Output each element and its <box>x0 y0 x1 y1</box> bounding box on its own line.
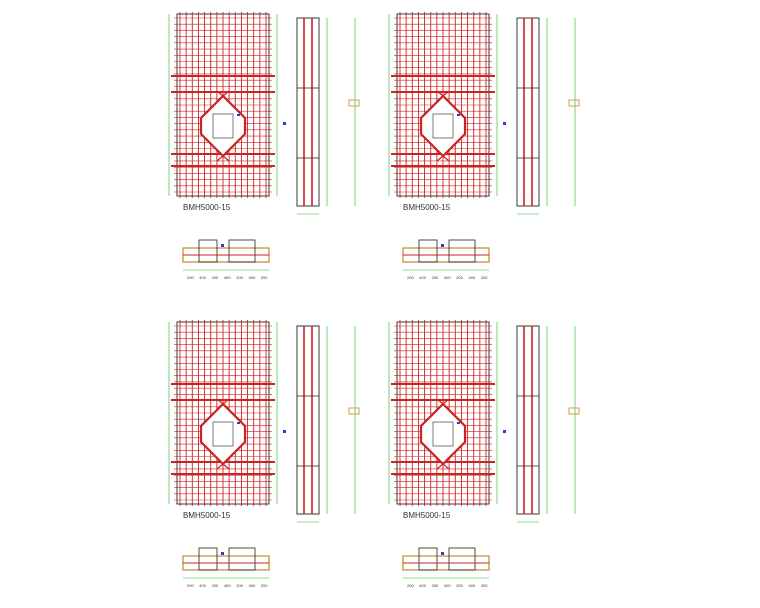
dimension-label: 200 <box>432 583 439 588</box>
panel-title: BMH5000-15 <box>403 511 451 520</box>
diagonal-bar <box>436 398 450 410</box>
diagonal-bar <box>216 90 230 102</box>
detail-tag <box>348 99 360 107</box>
dimension-label: 400 <box>199 583 206 588</box>
dimension-label: 200 <box>407 275 414 280</box>
plan-section-view: 200 400 200 400 200 400 200 <box>182 239 270 280</box>
dimension-label: 200 <box>187 583 194 588</box>
plan-column <box>448 239 476 263</box>
detail-tag <box>568 407 580 415</box>
section-outline <box>296 325 320 515</box>
plan-section-view: 200 400 200 400 200 400 200 <box>402 239 490 280</box>
dimension-label: 200 <box>481 275 488 280</box>
panel-title: BMH5000-15 <box>183 203 231 212</box>
dimension-label: 200 <box>432 275 439 280</box>
diagonal-bar <box>216 458 230 470</box>
dimension-label: 200 <box>456 275 463 280</box>
opening-frame <box>212 113 234 139</box>
drawing-panel-4: BMH5000-15 200 400 200 400 200 400 200 <box>388 320 580 588</box>
plan-column <box>418 239 438 263</box>
section-outline <box>296 17 320 207</box>
section-outline <box>516 17 540 207</box>
note-marker <box>457 422 460 424</box>
side-section-view <box>296 17 360 215</box>
note-marker <box>237 114 240 116</box>
dimension-label: 200 <box>212 583 219 588</box>
dimension-label: 400 <box>249 583 256 588</box>
plan-column <box>198 239 218 263</box>
drawing-panel-1: BMH5000-15 200 400 200 400 200 400 200 <box>168 12 360 280</box>
diagonal-bar <box>436 150 450 162</box>
dimension-label: 200 <box>261 275 268 280</box>
elevation-view <box>168 320 286 506</box>
note-marker <box>283 122 286 125</box>
dimension-label: 200 <box>407 583 414 588</box>
drawing-panel-2: BMH5000-15 200 400 200 400 200 400 200 <box>388 12 580 280</box>
note-marker <box>283 430 286 433</box>
detail-tag <box>568 99 580 107</box>
elevation-view <box>168 12 286 198</box>
diagonal-bar <box>216 150 230 162</box>
panel-title: BMH5000-15 <box>403 203 451 212</box>
note-marker <box>221 244 224 247</box>
dimension-label: 400 <box>419 275 426 280</box>
dimension-label: 400 <box>224 275 231 280</box>
plan-column <box>228 239 256 263</box>
diagonal-bar <box>436 458 450 470</box>
note-marker <box>237 422 240 424</box>
plan-column <box>228 547 256 571</box>
dimension-label: 400 <box>444 583 451 588</box>
dimension-label: 400 <box>444 275 451 280</box>
dimension-label: 200 <box>236 275 243 280</box>
plan-section-view: 200 400 200 400 200 400 200 <box>402 547 490 588</box>
side-section-view <box>516 17 580 215</box>
note-marker <box>441 552 444 555</box>
plan-column <box>418 547 438 571</box>
detail-tag <box>348 407 360 415</box>
opening-frame <box>432 421 454 447</box>
dimension-label: 400 <box>419 583 426 588</box>
dimension-label: 200 <box>212 275 219 280</box>
diagonal-bar <box>216 398 230 410</box>
plan-column <box>448 547 476 571</box>
side-section-view <box>296 325 360 523</box>
note-marker <box>503 122 506 125</box>
note-marker <box>457 114 460 116</box>
dimension-label: 200 <box>187 275 194 280</box>
plan-section-view: 200 400 200 400 200 400 200 <box>182 547 270 588</box>
opening-frame <box>432 113 454 139</box>
plan-column <box>198 547 218 571</box>
dimension-label: 400 <box>199 275 206 280</box>
dimension-label: 200 <box>456 583 463 588</box>
dimension-label: 200 <box>236 583 243 588</box>
dimension-label: 200 <box>481 583 488 588</box>
dimension-label: 400 <box>469 583 476 588</box>
dimension-label: 200 <box>261 583 268 588</box>
drawing-panel-3: BMH5000-15 200 400 200 400 200 400 200 <box>168 320 360 588</box>
note-marker <box>221 552 224 555</box>
side-section-view <box>516 325 580 523</box>
note-marker <box>441 244 444 247</box>
elevation-view <box>388 12 506 198</box>
section-outline <box>516 325 540 515</box>
note-marker <box>503 430 506 433</box>
diagonal-bar <box>436 90 450 102</box>
elevation-view <box>388 320 506 506</box>
opening-frame <box>212 421 234 447</box>
panel-title: BMH5000-15 <box>183 511 231 520</box>
dimension-label: 400 <box>224 583 231 588</box>
dimension-label: 400 <box>469 275 476 280</box>
dimension-label: 400 <box>249 275 256 280</box>
